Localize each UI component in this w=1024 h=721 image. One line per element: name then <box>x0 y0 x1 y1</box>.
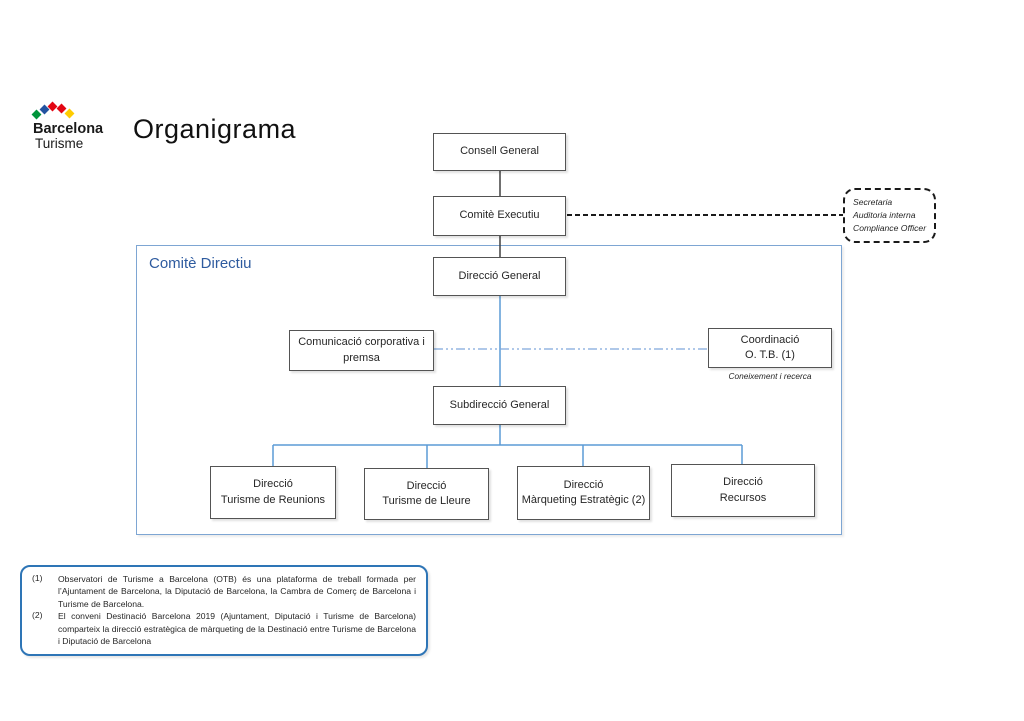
logo-brand-text: Barcelona <box>33 121 104 137</box>
footnote-number: (2) <box>32 610 43 621</box>
org-box-coordinacio-otb: Coordinació O. T.B. (1) <box>708 328 832 368</box>
comite-directiu-label: Comitè Directiu <box>149 255 252 272</box>
footnote-item: (2) El conveni Destinació Barcelona 2019… <box>28 610 416 647</box>
org-box-comite-executiu: Comitè Executiu <box>433 196 566 236</box>
org-box-turisme-reunions: Direcció Turisme de Reunions <box>210 466 336 519</box>
org-box-recursos: Direcció Recursos <box>671 464 815 517</box>
org-box-consell-general: Consell General <box>433 133 566 171</box>
secretaria-line: Secretaria <box>853 196 893 207</box>
org-box-comunicacio-premsa: Comunicació corporativa i premsa <box>289 330 434 371</box>
page-title: Organigrama <box>133 114 297 144</box>
org-box-subdireccio-general: Subdirecció General <box>433 386 566 425</box>
footnote-item: (1) Observatori de Turisme a Barcelona (… <box>28 573 416 610</box>
connector-subdireccio-children <box>272 425 743 468</box>
auditoria-line: Auditoria interna <box>853 209 916 220</box>
barcelona-turisme-logo: Barcelona Turisme <box>31 101 104 151</box>
org-box-direccio-general: Direcció General <box>433 257 566 296</box>
footnotes-box: (1) Observatori de Turisme a Barcelona (… <box>20 565 428 656</box>
compliance-line: Compliance Officer <box>853 223 927 234</box>
logo-sub-text: Turisme <box>35 136 84 151</box>
org-box-secretaria-staff: Secretaria Auditoria interna Compliance … <box>843 188 936 243</box>
coordinacio-caption: Coneixement i recerca <box>728 371 812 381</box>
comite-directiu-frame <box>136 245 842 535</box>
footnote-text: Observatori de Turisme a Barcelona (OTB)… <box>58 574 416 609</box>
footnote-text: El conveni Destinació Barcelona 2019 (Aj… <box>58 611 416 647</box>
org-box-turisme-lleure: Direcció Turisme de Lleure <box>364 468 489 520</box>
org-box-marqueting-estrategic: Direcció Màrqueting Estratègic (2) <box>517 466 650 520</box>
footnote-number: (1) <box>32 573 43 583</box>
